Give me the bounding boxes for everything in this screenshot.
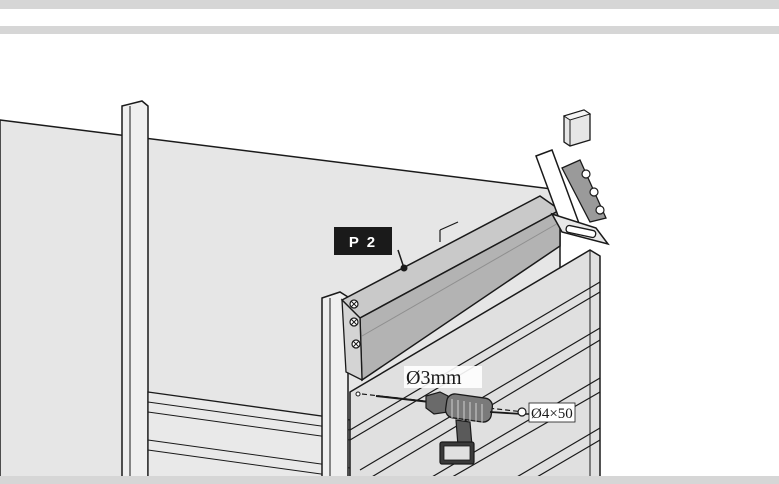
screw-size-label: Ø4×50 (531, 406, 573, 422)
wood-block-icon (562, 109, 592, 147)
corner-bracket-icon (535, 149, 610, 246)
second-band (0, 26, 779, 34)
drill-size-label: Ø3mm (406, 367, 462, 389)
left-post (121, 100, 149, 484)
part-label-p2: P 2 (334, 227, 392, 255)
lower-boards (147, 391, 351, 484)
top-band (0, 0, 779, 9)
bottom-band (0, 476, 779, 484)
part-label-text: P 2 (349, 234, 377, 251)
screw-head-icon (349, 299, 361, 397)
front-corner-post (321, 291, 349, 484)
power-drill-icon (375, 391, 523, 465)
p2-pointer-dot (400, 264, 408, 272)
